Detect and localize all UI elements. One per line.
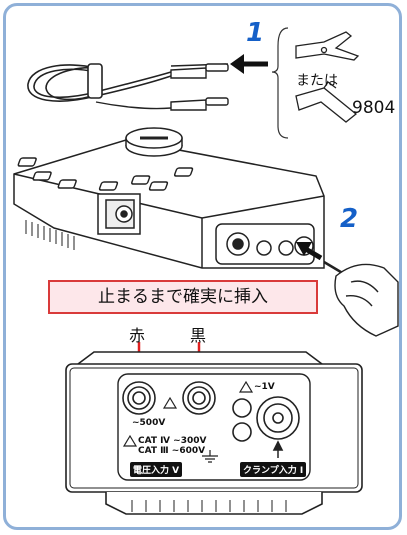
cat4-rating-text: CAT Ⅳ ~300V: [138, 436, 207, 446]
step-2-label: 2: [340, 204, 359, 234]
diagram-frame: 1 2 または 9804 止まるまで確実に挿入 赤 黒 ~500V CAT Ⅳ …: [3, 3, 402, 530]
alternative-text: または: [296, 73, 338, 89]
input-panel: [65, 351, 363, 515]
clamp-input-badge: クランプ入力 I: [240, 462, 307, 477]
probe-tip-9804-icon: [295, 81, 358, 123]
arrow-step-1: [230, 54, 268, 74]
brace: [271, 27, 289, 139]
insert-instruction-banner: 止まるまで確実に挿入: [48, 280, 318, 314]
test-lead-plugs: [95, 63, 229, 111]
connection-diagram: [13, 27, 399, 515]
arrow-step-2: [296, 242, 323, 261]
cat3-rating-text: CAT Ⅲ ~600V: [138, 446, 206, 456]
step-1-label: 1: [246, 18, 265, 48]
test-lead-cable: [27, 63, 172, 102]
voltage-input-badge: 電圧入力 V: [130, 462, 183, 477]
black-jack-label: 黒: [190, 326, 207, 345]
red-jack-label: 赤: [129, 326, 146, 345]
alligator-clip-icon: [295, 31, 360, 61]
clamp-rating-text: ~1V: [254, 382, 275, 392]
model-number-label: 9804: [352, 98, 396, 118]
voltage-rating-text: ~500V: [132, 418, 166, 428]
hand-probe-icon: [323, 260, 399, 337]
instrument-body: [13, 127, 325, 269]
